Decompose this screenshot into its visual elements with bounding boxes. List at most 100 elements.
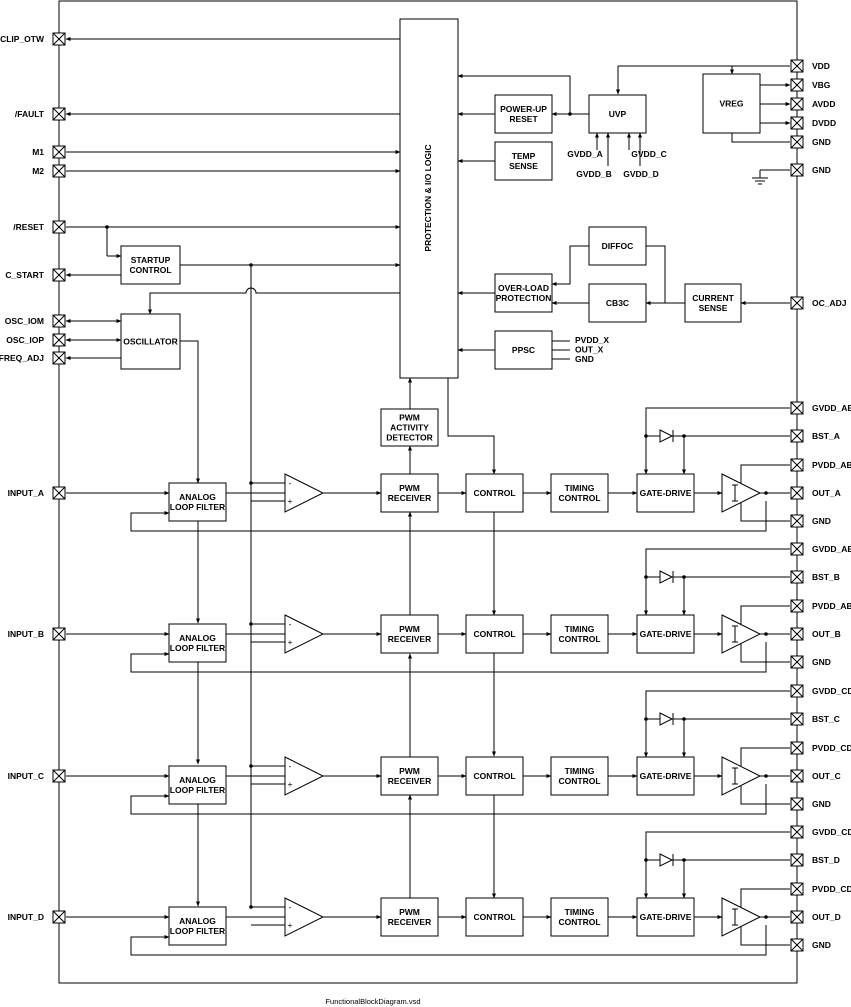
gvdd-pin-c-label: GVDD_CD (812, 686, 851, 696)
input-b-pin (52, 627, 66, 641)
m2-pin (52, 164, 66, 178)
input-a-pin-label: INPUT_A (8, 488, 44, 498)
gate-drive-block: GATE-DRIVE (636, 614, 695, 654)
diffoc-block-label: DIFFOC (602, 241, 634, 251)
out-pin-c (790, 769, 804, 783)
pvdd-pin-a-label: PVDD_AB (812, 460, 851, 470)
oc-adj-pin-label: OC_ADJ (812, 298, 847, 308)
ppsc-input-label: PVDD_X (575, 335, 609, 345)
fault-pin (52, 107, 66, 121)
oscillator-block: OSCILLATOR (120, 313, 181, 370)
gate-drive-block-label: GATE-DRIVE (640, 629, 692, 639)
analog-loop-filter-block-label: ANALOG (179, 916, 216, 926)
gnd-pin-b (790, 655, 804, 669)
gnd-pin-2 (790, 163, 804, 177)
analog-loop-filter-block-label: LOOP FILTER (170, 926, 225, 936)
startup-control-block-label: STARTUP (131, 255, 171, 265)
analog-loop-filter-block-label: LOOP FILTER (170, 785, 225, 795)
gvdd-pin-c (790, 684, 804, 698)
timing-control-block-label: TIMING (565, 624, 595, 634)
ppsc-block-label: PPSC (512, 345, 535, 355)
control-block-label: CONTROL (473, 771, 515, 781)
out-pin-c-label: OUT_C (812, 771, 841, 781)
pwm-receiver-block-label: PWM (399, 907, 420, 917)
power-up-reset-block-label: RESET (509, 114, 538, 124)
timing-control-block-label: CONTROL (558, 917, 600, 927)
gate-drive-block-label: GATE-DRIVE (640, 912, 692, 922)
cb3c-block-label: CB3C (606, 298, 629, 308)
pwm-activity-detector-block-label: ACTIVITY (390, 423, 429, 433)
input-a-pin (52, 486, 66, 500)
pwm-receiver-block-label: RECEIVER (388, 493, 431, 503)
input-c-pin (52, 769, 66, 783)
c-start-pin (52, 268, 66, 282)
gvdd-pin-a-label: GVDD_AB (812, 403, 851, 413)
out-pin-a (790, 486, 804, 500)
pvdd-pin-b (790, 599, 804, 613)
control-block: CONTROL (465, 614, 524, 654)
vdd-pin-label: VDD (812, 61, 830, 71)
bst-pin-d-label: BST_D (812, 855, 840, 865)
timing-control-block-label: CONTROL (558, 776, 600, 786)
osc-iop-pin (52, 333, 66, 347)
pvdd-pin-a (790, 458, 804, 472)
gate-drive-block-label: GATE-DRIVE (640, 771, 692, 781)
diffoc-block: DIFFOC (588, 226, 647, 266)
analog-loop-filter-block-label: ANALOG (179, 492, 216, 502)
freq-adj-pin-label: FREQ_ADJ (0, 353, 44, 363)
gate-drive-block: GATE-DRIVE (636, 756, 695, 796)
bst-pin-b-label: BST_B (812, 572, 840, 582)
gnd-pin-c-label: GND (812, 799, 831, 809)
wiring (65, 37, 791, 906)
dvdd-pin-label: DVDD (812, 118, 836, 128)
out-pin-d (790, 910, 804, 924)
clip-otw-pin (52, 32, 66, 46)
control-block-label: CONTROL (473, 629, 515, 639)
protection-block (399, 18, 459, 379)
opamp-minus-sign: - (289, 761, 292, 771)
vreg-block: VREG (702, 73, 761, 134)
file-name: FunctionalBlockDiagram.vsd (325, 997, 420, 1006)
timing-control-block-label: CONTROL (558, 493, 600, 503)
gnd-pin (790, 135, 804, 149)
bst-pin-c (790, 712, 804, 726)
opamp-plus-sign: + (288, 920, 293, 930)
pvdd-pin-d (790, 882, 804, 896)
uvp-block: UVP (588, 94, 647, 134)
timing-control-block-label: TIMING (565, 766, 595, 776)
gvdd-pin-b (790, 542, 804, 556)
ppsc-input-label: GND (575, 354, 594, 364)
gate-drive-block: GATE-DRIVE (636, 897, 695, 937)
gnd-pin-2-label: GND (812, 165, 831, 175)
vreg-block-label: VREG (719, 99, 743, 109)
over-load-protection-block-label: PROTECTION (496, 293, 552, 303)
out-pin-b (790, 627, 804, 641)
opamp-minus-sign: - (289, 478, 292, 488)
timing-control-block-label: CONTROL (558, 634, 600, 644)
gnd-pin-a-label: GND (812, 516, 831, 526)
control-block: CONTROL (465, 897, 524, 937)
current-sense-block-label: CURRENT (692, 293, 734, 303)
ppsc-input-label: OUT_X (575, 345, 604, 355)
clip-otw-pin-label: /CLIP_OTW (0, 34, 45, 44)
gnd-pin-b-label: GND (812, 657, 831, 667)
timing-control-block-label: TIMING (565, 907, 595, 917)
bst-pin-a-label: BST_A (812, 431, 840, 441)
c-start-pin-label: C_START (5, 270, 44, 280)
pvdd-pin-c-label: PVDD_CD (812, 743, 851, 753)
pvdd-pin-d-label: PVDD_CD (812, 884, 851, 894)
avdd-pin (790, 97, 804, 111)
